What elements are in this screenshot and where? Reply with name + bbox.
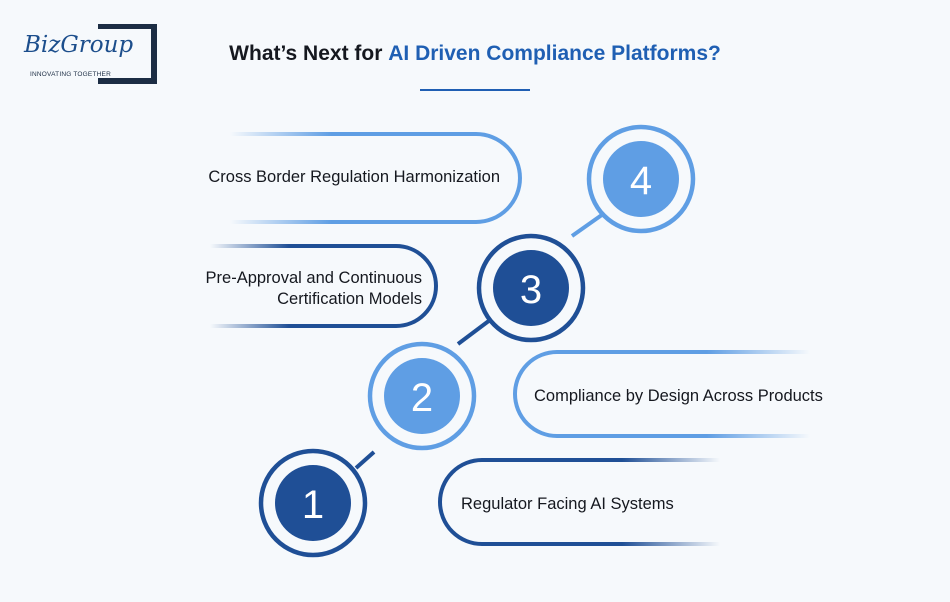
step-2-number: 2 — [411, 376, 433, 420]
step-1-circle — [275, 465, 351, 541]
step-3-number: 3 — [520, 268, 542, 312]
step-4 — [230, 124, 696, 234]
page-title: What’s Next for AI Driven Compliance Pla… — [0, 42, 950, 66]
logo-frame — [98, 24, 157, 84]
connector-1-2 — [354, 450, 376, 470]
step-4-number: 4 — [630, 159, 652, 203]
step-3-label-line2: Certification Models — [277, 290, 422, 308]
title-plain: What’s Next for — [229, 42, 389, 65]
step-4-pill — [230, 132, 522, 224]
bizgroup-logo: BizGroup INNOVATING TOGETHER — [22, 24, 162, 86]
step-3 — [210, 233, 586, 343]
title-underline — [420, 89, 530, 91]
step-1-label: Regulator Facing AI Systems — [461, 495, 674, 513]
step-1-number: 1 — [302, 483, 324, 527]
step-2-pill — [513, 350, 810, 438]
title-accent: AI Driven Compliance Platforms? — [388, 42, 721, 65]
step-3-label: Pre-Approval and Continuous Certificatio… — [206, 268, 422, 310]
logo-brand: BizGroup — [24, 32, 134, 58]
step-2 — [367, 341, 810, 451]
step-4-circle — [603, 141, 679, 217]
step-1 — [258, 448, 720, 558]
step-1-pill — [438, 458, 720, 546]
step-2-circle — [384, 358, 460, 434]
step-2-label: Compliance by Design Across Products — [534, 387, 823, 405]
connector-2-3 — [456, 318, 492, 346]
connector-3-4 — [570, 210, 608, 238]
logo-tagline: INNOVATING TOGETHER — [30, 71, 111, 78]
step-3-circle — [493, 250, 569, 326]
step-3-pill — [210, 244, 438, 328]
step-3-label-line1: Pre-Approval and Continuous — [205, 269, 422, 287]
step-4-label: Cross Border Regulation Harmonization — [208, 168, 500, 186]
